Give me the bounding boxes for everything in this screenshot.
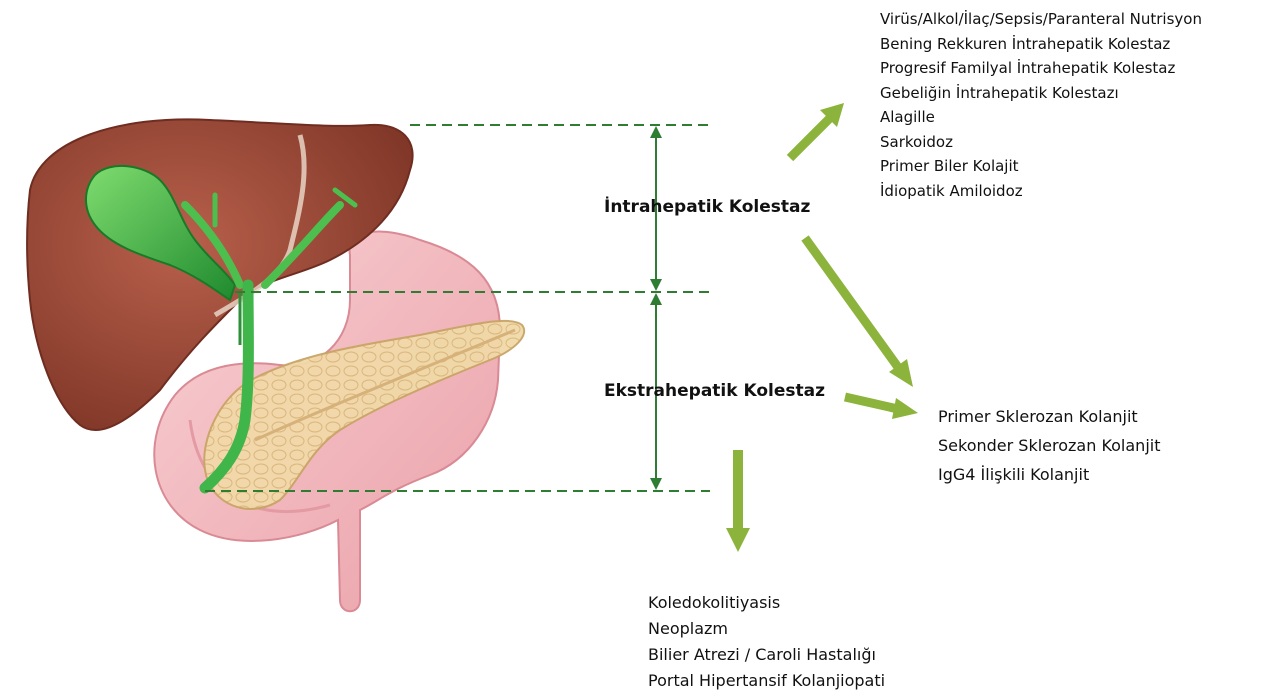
list-item: Sekonder Sklerozan Kolanjit xyxy=(938,431,1160,460)
list-item: Neoplazm xyxy=(648,616,885,642)
list-item: İdiopatik Amiloidoz xyxy=(880,179,1202,204)
list-item: IgG4 İlişkili Kolanjit xyxy=(938,460,1160,489)
extrahepatic-cause-list: Koledokolitiyasis Neoplazm Bilier Atrezi… xyxy=(648,590,885,694)
intrahepatic-cause-list: Virüs/Alkol/İlaç/Sepsis/Paranteral Nutri… xyxy=(880,7,1202,203)
list-item: Bening Rekkuren İntrahepatik Kolestaz xyxy=(880,32,1202,57)
list-item: Progresif Familyal İntrahepatik Kolestaz xyxy=(880,56,1202,81)
shared-cause-list: Primer Sklerozan Kolanjit Sekonder Skler… xyxy=(938,402,1160,489)
arrow-icon xyxy=(790,118,830,158)
arrow-icon xyxy=(805,238,900,370)
list-item: Alagille xyxy=(880,105,1202,130)
list-item: Primer Biler Kolajit xyxy=(880,154,1202,179)
extrahepatic-label: Ekstrahepatik Kolestaz xyxy=(604,381,825,401)
arrow-icon xyxy=(845,397,898,409)
intrahepatic-label: İntrahepatik Kolestaz xyxy=(604,197,810,217)
list-item: Portal Hipertansif Kolanjiopati xyxy=(648,668,885,694)
list-item: Bilier Atrezi / Caroli Hastalığı xyxy=(648,642,885,668)
list-item: Virüs/Alkol/İlaç/Sepsis/Paranteral Nutri… xyxy=(880,7,1202,32)
list-item: Primer Sklerozan Kolanjit xyxy=(938,402,1160,431)
list-item: Gebeliğin İntrahepatik Kolestazı xyxy=(880,81,1202,106)
range-arrows xyxy=(650,126,662,490)
list-item: Koledokolitiyasis xyxy=(648,590,885,616)
list-item: Sarkoidoz xyxy=(880,130,1202,155)
